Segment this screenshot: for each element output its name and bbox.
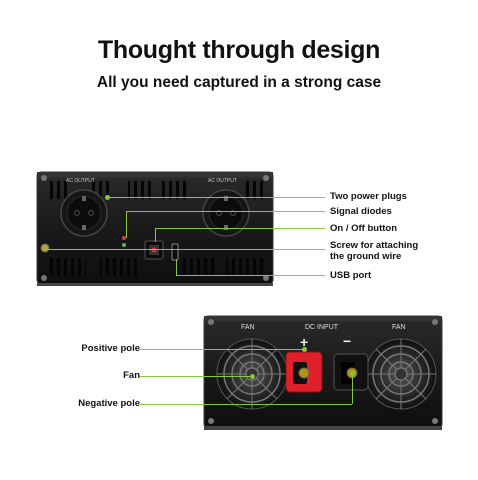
connector-dot [302, 347, 307, 352]
callout-on-off: On / Off button [330, 223, 398, 234]
on-off-switch [144, 240, 164, 260]
ground-screw [40, 243, 50, 253]
page-title: Thought through design [97, 36, 381, 64]
callout-power-plugs: Two power plugs [330, 191, 407, 202]
connector-power-plugs [107, 197, 325, 198]
connector-switch [155, 228, 325, 229]
callout-positive-pole: Positive pole [81, 343, 140, 354]
callout-ground-screw: Screw for attaching the ground wire [330, 240, 419, 262]
connector-ground [45, 249, 325, 250]
connector-negative [140, 404, 352, 405]
callout-fan: Fan [123, 370, 140, 381]
connector-switch-v [155, 228, 156, 242]
callout-signal-diodes: Signal diodes [330, 206, 392, 217]
ac-output-label-right: AC OUTPUT [208, 178, 237, 184]
callout-usb: USB port [330, 270, 372, 281]
minus-sign: − [343, 333, 352, 349]
connector-usb [176, 275, 325, 276]
page-subtitle: All you need captured in a strong case [96, 74, 382, 91]
ac-output-label-left: AC OUTPUT [66, 178, 95, 184]
plus-sign: + [300, 334, 309, 350]
connector-positive [140, 349, 304, 350]
fan-right [365, 338, 437, 410]
positive-terminal [285, 351, 323, 393]
connector-dot [350, 371, 355, 376]
connector-negative-v [352, 373, 353, 404]
usb-port [171, 243, 179, 261]
bottom-device-body [203, 315, 443, 430]
connector-dot [105, 195, 110, 200]
fan-left-label: FAN [241, 324, 255, 331]
connector-fan [140, 376, 252, 377]
dc-input-label: DC INPUT [305, 324, 339, 331]
callout-negative-pole: Negative pole [78, 398, 140, 409]
connector-diodes-v [126, 211, 127, 238]
connector-dot [250, 374, 255, 379]
ac-socket-left [60, 189, 108, 237]
connector-usb-v [176, 259, 177, 275]
fan-right-label: FAN [392, 324, 406, 331]
connector-diodes [126, 211, 325, 212]
